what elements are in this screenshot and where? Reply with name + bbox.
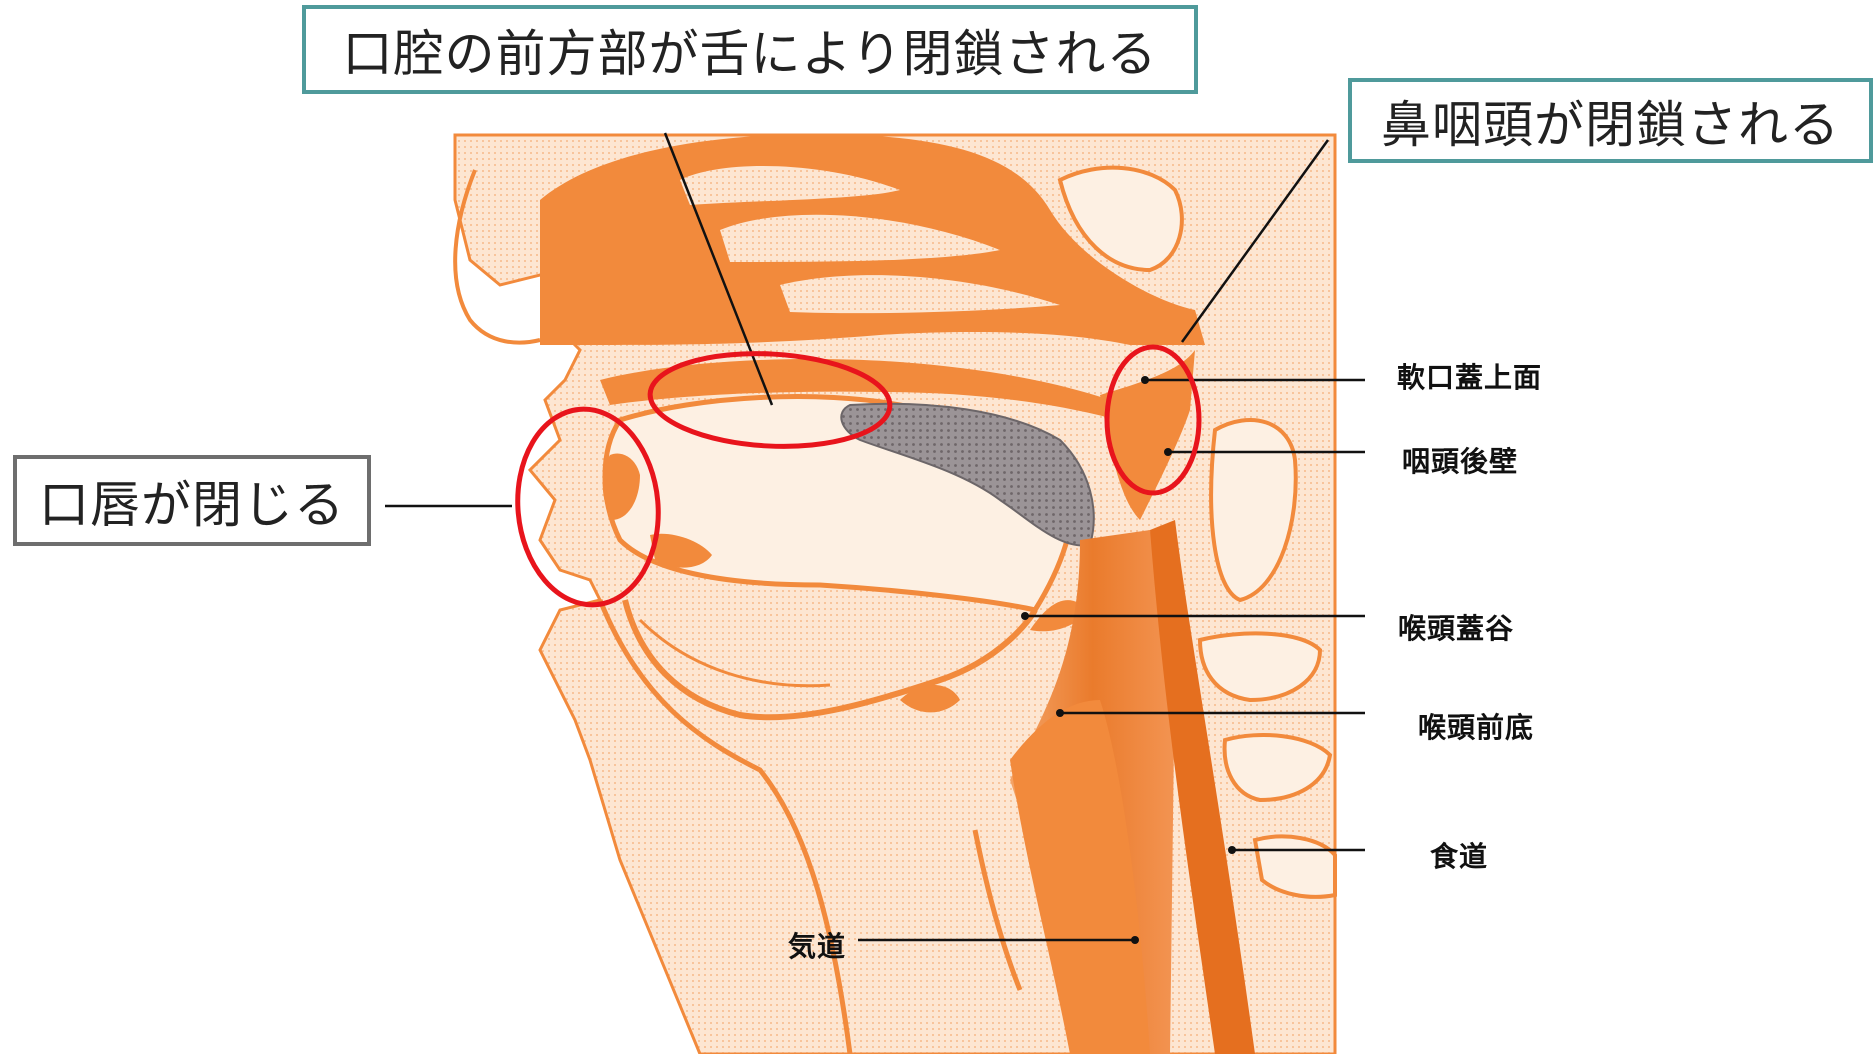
label-soft-palate-upper: 軟口蓋上面 [1397,356,1542,396]
label-trachea: 気道 [788,925,846,965]
dot-pharynx-wall [1164,448,1172,456]
dot-soft-palate [1141,376,1149,384]
label-esophagus: 食道 [1430,835,1488,875]
callout-oral-front: 口腔の前方部が舌により閉鎖される [302,5,1198,94]
label-laryngeal-floor: 喉頭前底 [1418,706,1534,746]
callout-nasopharynx: 鼻咽頭が閉鎖される [1348,78,1873,163]
label-vallecula: 喉頭蓋谷 [1398,607,1514,647]
dot-laryngeal-floor [1056,709,1064,717]
dot-vallecula [1021,612,1029,620]
dot-trachea [1131,936,1139,944]
dot-esophagus [1228,846,1236,854]
label-pharynx-posterior-wall: 咽頭後壁 [1402,440,1518,480]
callout-lips: 口唇が閉じる [13,455,371,546]
